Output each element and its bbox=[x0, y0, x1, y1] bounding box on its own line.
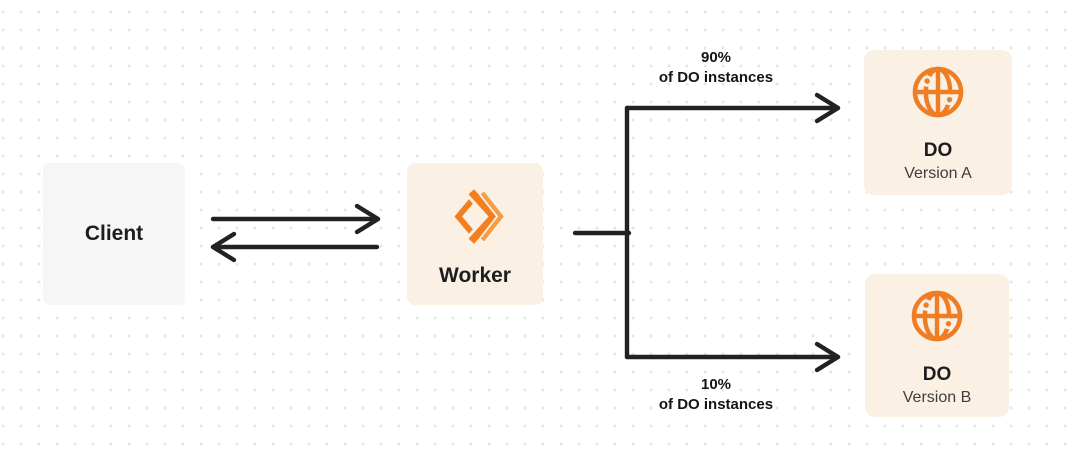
client-node: Client bbox=[43, 163, 185, 305]
do-b-title: DO bbox=[922, 364, 952, 385]
top-branch-percent: 90% bbox=[700, 49, 732, 66]
bottom-branch-caption: of DO instances bbox=[658, 396, 774, 413]
worker-node: Worker bbox=[407, 163, 543, 305]
top-branch-label: 90% of DO instances bbox=[606, 48, 826, 88]
bottom-branch-label: 10% of DO instances bbox=[606, 375, 826, 415]
top-branch-caption: of DO instances bbox=[658, 69, 774, 86]
client-label: Client bbox=[84, 222, 144, 245]
do-version-b-node: DO Version B bbox=[865, 274, 1009, 417]
do-a-subtitle: Version A bbox=[904, 165, 972, 182]
do-version-a-node: DO Version A bbox=[864, 50, 1012, 195]
worker-label: Worker bbox=[439, 264, 511, 287]
do-b-subtitle: Version B bbox=[902, 389, 972, 406]
branch-arrow-top-head bbox=[814, 92, 841, 124]
worker-to-client-arrowhead bbox=[210, 231, 237, 263]
globe-icon bbox=[906, 60, 970, 124]
globe-icon bbox=[905, 284, 969, 348]
branch-arrow-bottom-head bbox=[814, 341, 841, 373]
client-to-worker-arrowhead bbox=[354, 203, 381, 235]
do-a-title: DO bbox=[923, 140, 953, 161]
workers-chevron-icon bbox=[444, 180, 507, 253]
bottom-branch-percent: 10% bbox=[700, 376, 732, 393]
